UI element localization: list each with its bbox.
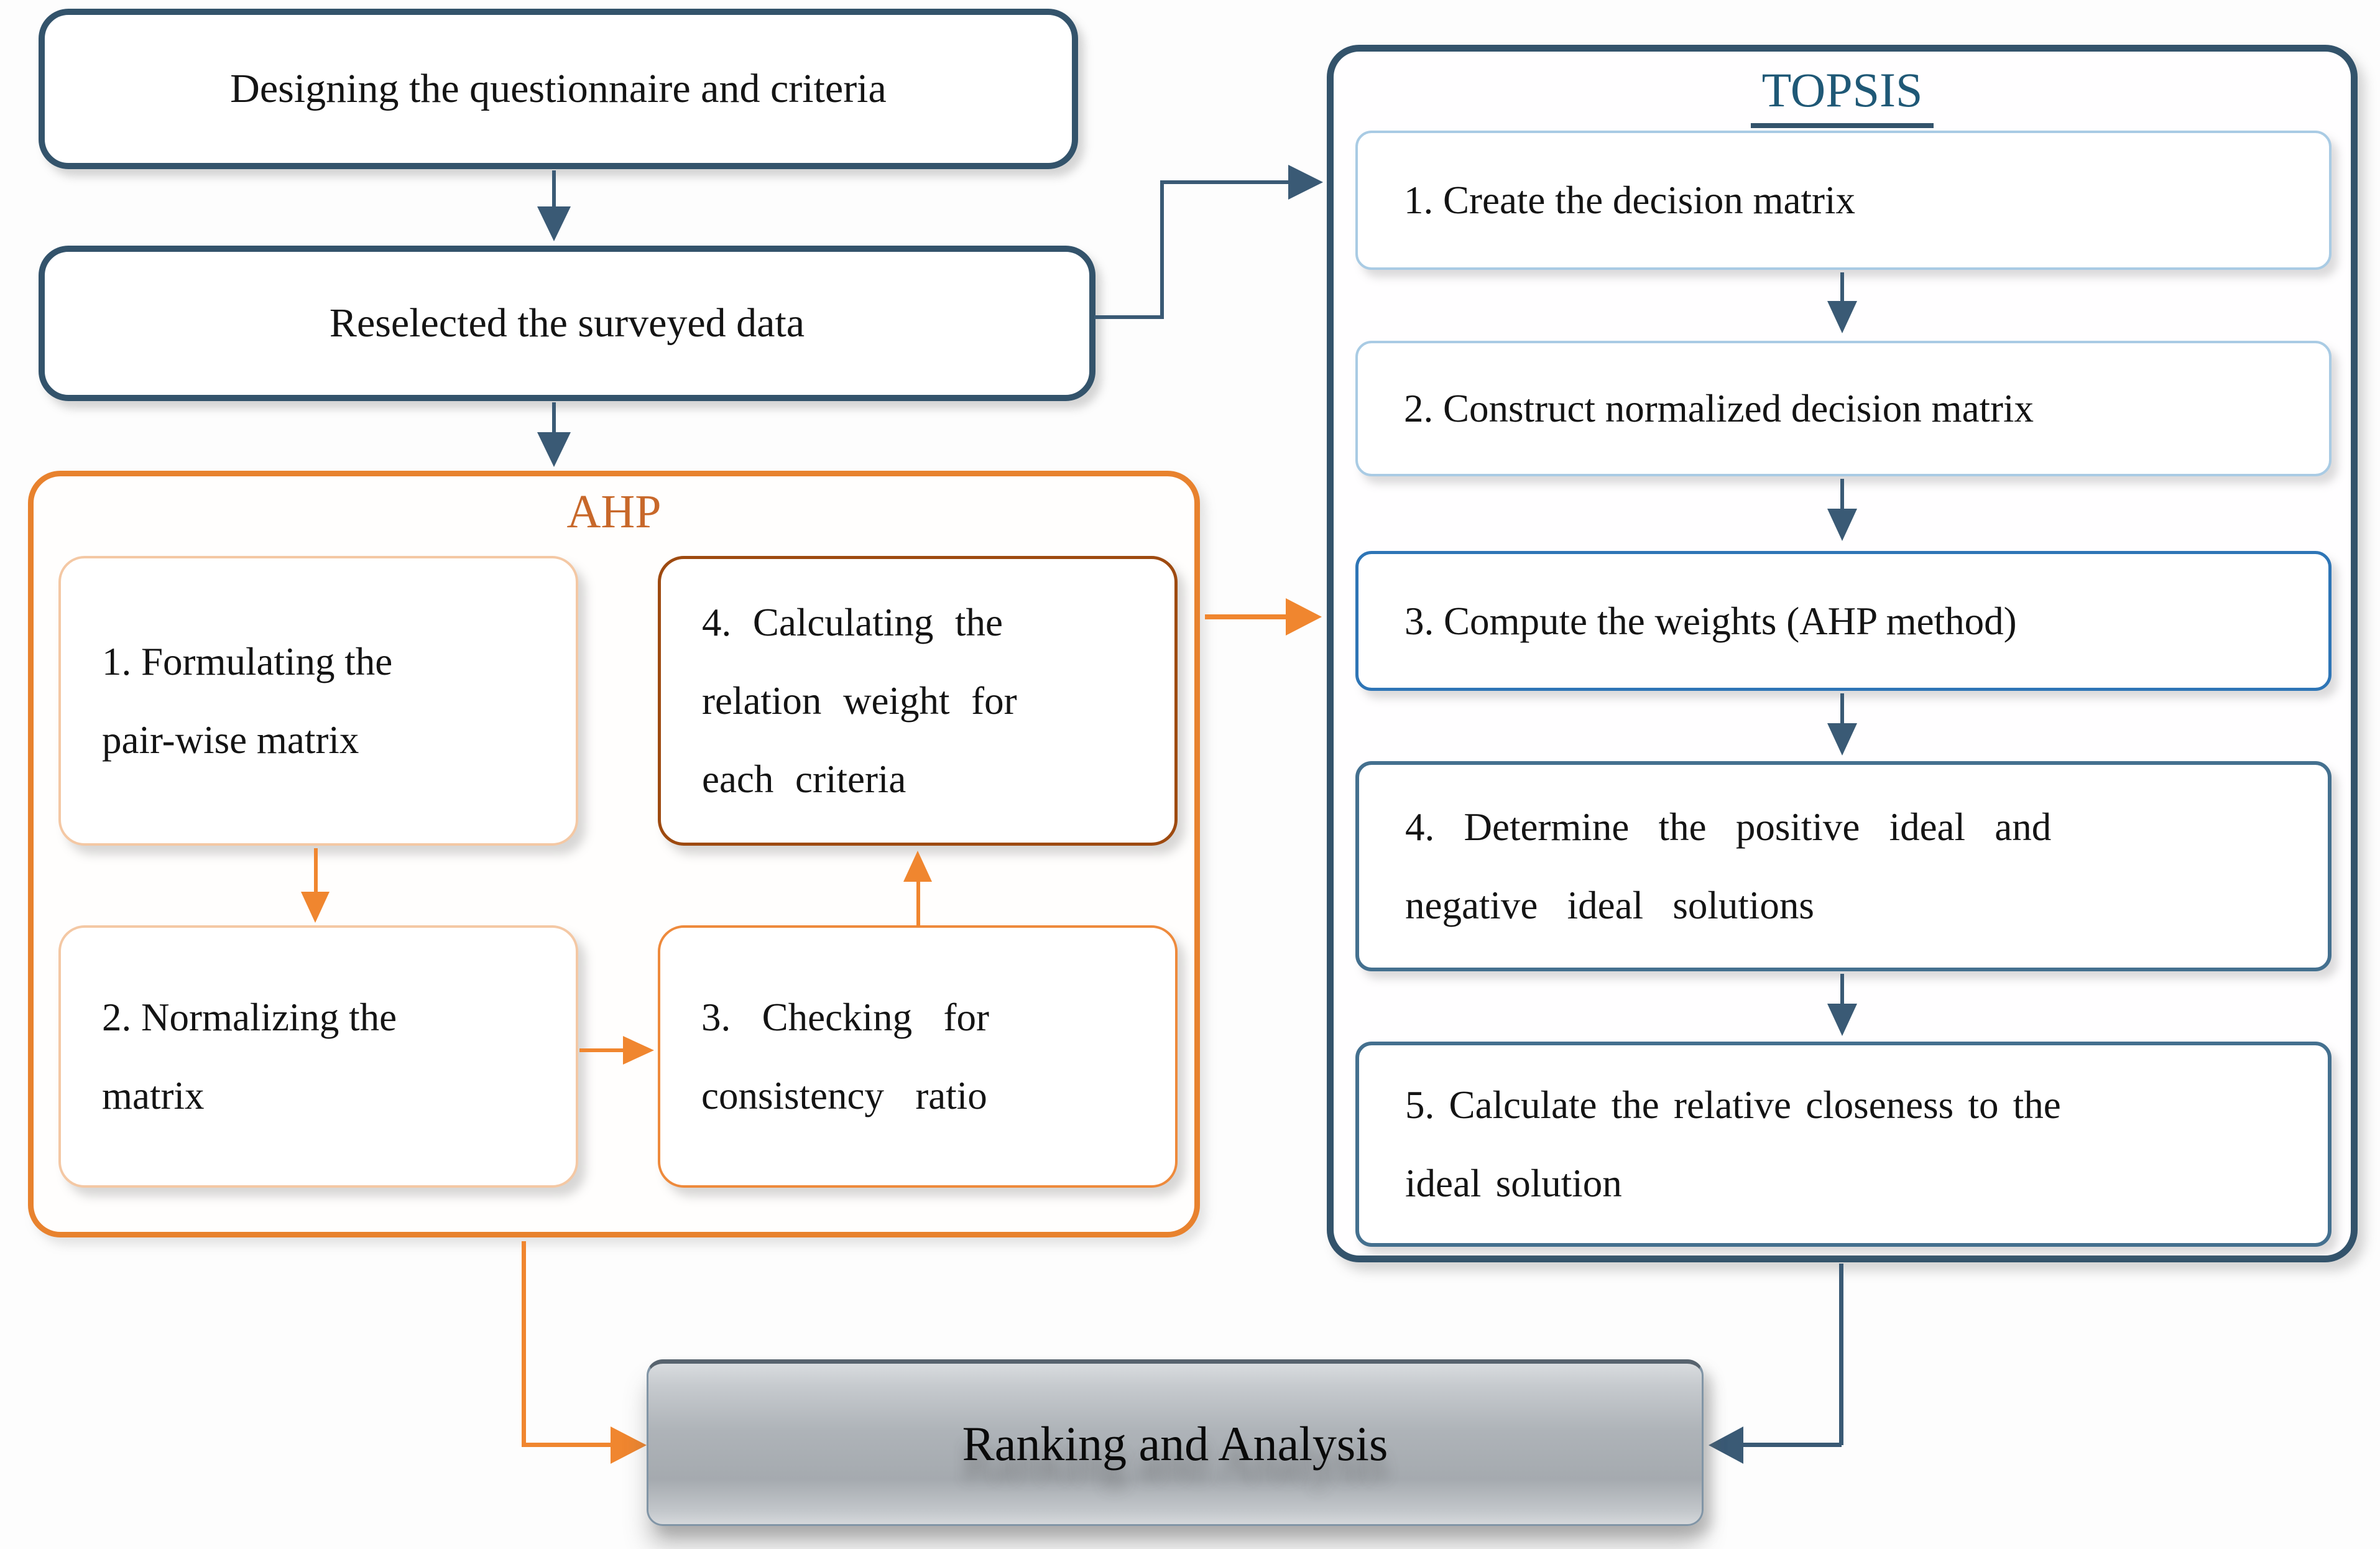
ahp-step-1-box: 1. Formulating the pair-wise matrix <box>58 556 578 846</box>
ranking-analysis-box: Ranking and Analysis <box>647 1359 1704 1526</box>
connector-topsis-to-ranking-segment1 <box>1839 1264 1843 1445</box>
connector-ahp3-to-ahp4-arrowhead <box>903 851 932 882</box>
connector-ahp-to-ranking-segment2 <box>522 1443 614 1447</box>
ranking-analysis-label: Ranking and Analysis <box>962 1417 1388 1471</box>
connector-topsis2-to-topsis3-arrowhead <box>1827 509 1857 541</box>
topsis-group-title-text: TOPSIS <box>1750 62 1934 128</box>
connector-ahp-to-topsis-arrowhead <box>1286 598 1322 636</box>
connector-topsis1-to-topsis2-arrowhead <box>1827 301 1857 333</box>
connector-ahp2-to-ahp3-arrowhead <box>623 1036 654 1065</box>
connector-ahp1-to-ahp2-arrowhead <box>301 892 330 923</box>
connector-reselect-to-topsis-segment2 <box>1160 180 1164 319</box>
connector-topsis-to-ranking-arrowhead <box>1709 1426 1743 1464</box>
connector-ahp3-to-ahp4-line <box>916 879 920 927</box>
connector-ahp-to-topsis-line <box>1205 614 1289 619</box>
topsis-step-3-box: 3. Compute the weights (AHP method) <box>1355 551 2332 691</box>
connector-reselect-to-topsis-arrowhead <box>1288 165 1323 200</box>
topsis-group-title: TOPSIS <box>1327 62 2358 128</box>
topsis-step-2-label: 2. Construct normalized decision matrix <box>1404 387 2034 430</box>
ahp-step-2-label: 2. Normalizing the matrix <box>102 996 397 1117</box>
ahp-step-4-box: 4. Calculating the relation weight for e… <box>658 556 1178 846</box>
connector-topsis-to-ranking-segment2 <box>1742 1443 1842 1447</box>
connector-topsis3-to-topsis4-arrowhead <box>1827 723 1857 756</box>
topsis-step-5-label: 5. Calculate the relative closeness to t… <box>1405 1083 2061 1205</box>
connector-topsis3-to-topsis4-line <box>1840 693 1844 726</box>
connector-reselect-to-topsis-segment1 <box>1094 315 1164 319</box>
connector-ahp-to-ranking-arrowhead <box>611 1426 647 1464</box>
ahp-step-4-label: 4. Calculating the relation weight for e… <box>702 601 1017 801</box>
topsis-step-4-box: 4. Determine the positive ideal and nega… <box>1355 761 2332 971</box>
connector-topsis2-to-topsis3-line <box>1840 479 1844 511</box>
ahp-step-3-label: 3. Checking for consistency ratio <box>701 996 989 1117</box>
topsis-step-3-label: 3. Compute the weights (AHP method) <box>1404 599 2017 643</box>
connector-reselect-to-ahp-line <box>552 402 556 435</box>
ahp-step-2-box: 2. Normalizing the matrix <box>58 925 578 1188</box>
ahp-group-title: AHP <box>566 486 662 538</box>
connector-topsis1-to-topsis2-line <box>1840 272 1844 303</box>
connector-design-to-reselect-arrowhead <box>537 206 571 241</box>
connector-design-to-reselect-line <box>552 170 556 209</box>
topsis-step-1-box: 1. Create the decision matrix <box>1355 131 2332 270</box>
connector-reselect-to-topsis-segment3 <box>1160 180 1292 184</box>
connector-ahp1-to-ahp2-line <box>314 848 318 895</box>
topsis-step-1-label: 1. Create the decision matrix <box>1404 178 1856 222</box>
topsis-step-4-label: 4. Determine the positive ideal and nega… <box>1405 805 2052 927</box>
ahp-step-1-label: 1. Formulating the pair-wise matrix <box>102 640 393 762</box>
topsis-step-2-box: 2. Construct normalized decision matrix <box>1355 341 2332 476</box>
connector-ahp2-to-ahp3-line <box>579 1048 627 1052</box>
reselect-data-label: Reselected the surveyed data <box>329 300 805 346</box>
reselect-data-box: Reselected the surveyed data <box>39 246 1095 401</box>
connector-topsis4-to-topsis5-arrowhead <box>1827 1004 1857 1036</box>
connector-topsis4-to-topsis5-line <box>1840 974 1844 1006</box>
connector-reselect-to-ahp-arrowhead <box>537 432 571 467</box>
connector-ahp-to-ranking-segment1 <box>522 1241 526 1445</box>
ahp-step-3-box: 3. Checking for consistency ratio <box>658 925 1178 1188</box>
design-questionnaire-box: Designing the questionnaire and criteria <box>39 9 1078 169</box>
design-questionnaire-label: Designing the questionnaire and criteria <box>230 66 887 111</box>
topsis-step-5-box: 5. Calculate the relative closeness to t… <box>1355 1042 2332 1247</box>
